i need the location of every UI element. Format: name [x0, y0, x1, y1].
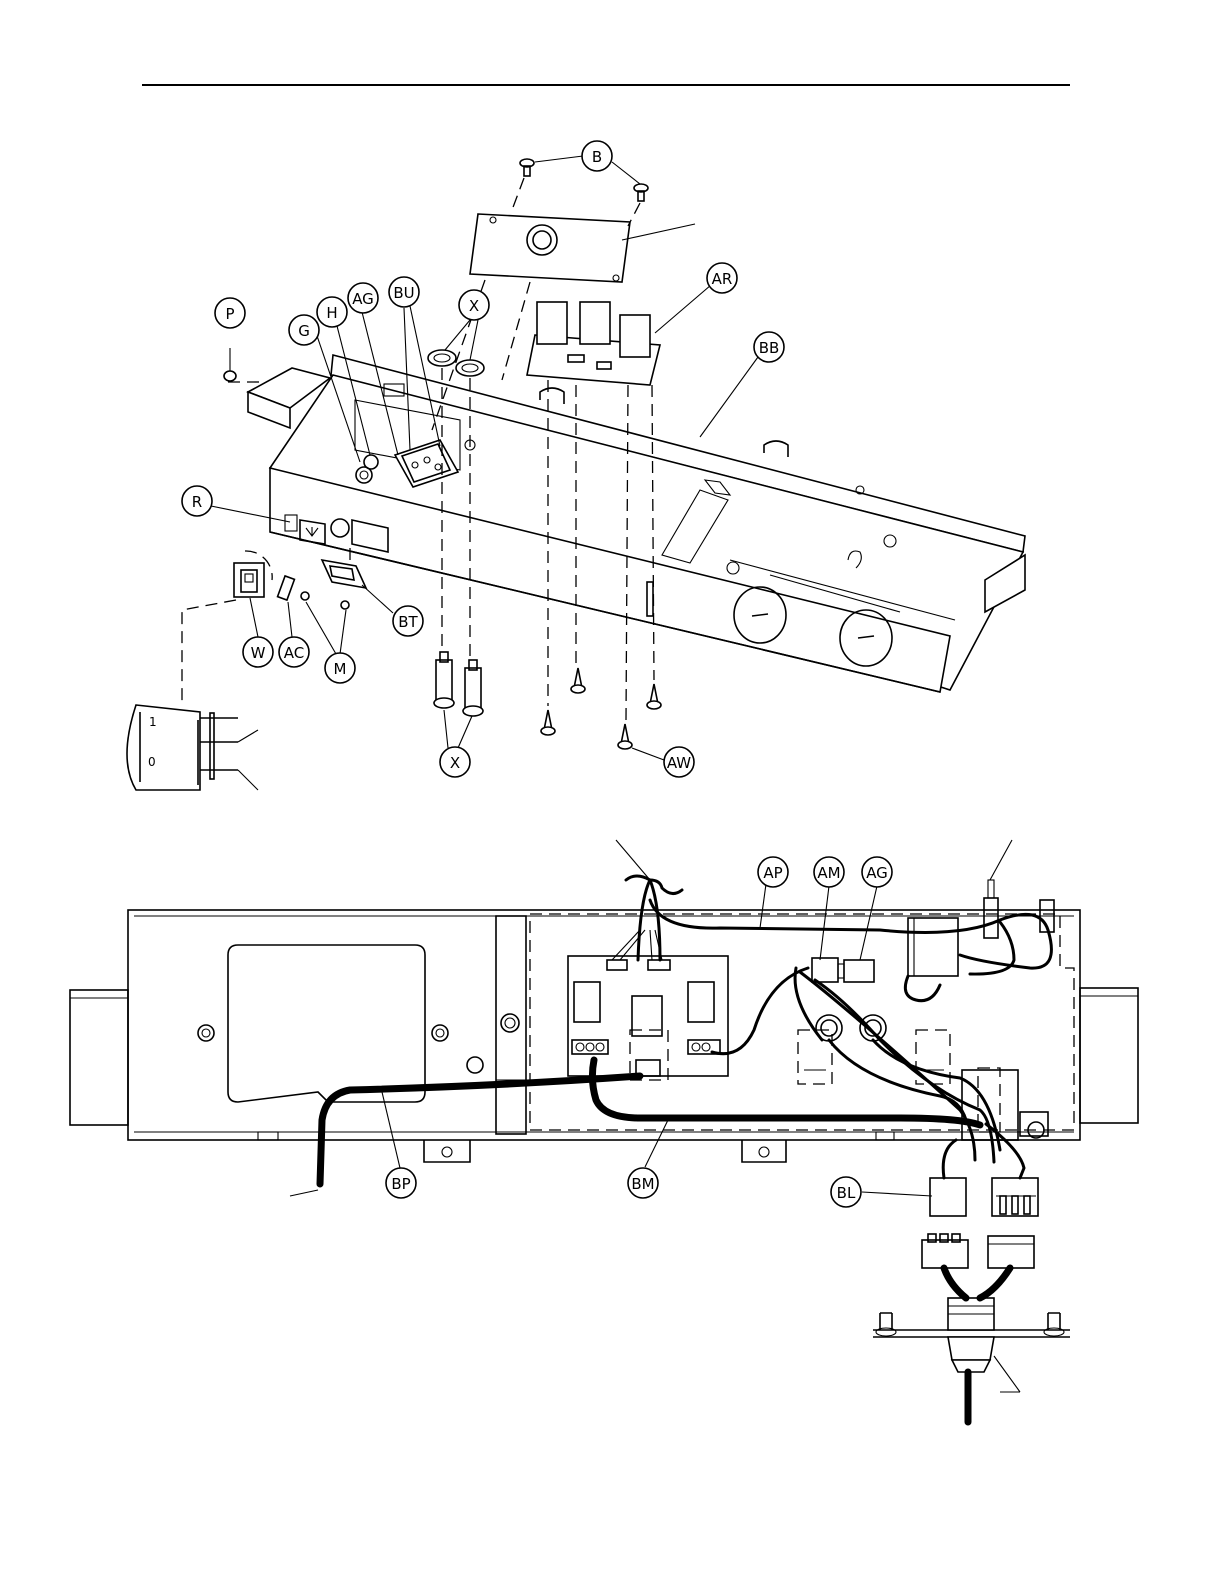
svg-text:M: M	[334, 660, 347, 678]
callout-p: P	[215, 298, 245, 328]
mating-connectors	[873, 1234, 1070, 1392]
svg-text:AW: AW	[667, 754, 691, 772]
wiring-harness	[290, 840, 1051, 1422]
callout-h: H	[317, 297, 347, 327]
callout-ac: AC	[279, 637, 309, 667]
svg-text:AG: AG	[866, 864, 888, 882]
callout-bm: BM	[628, 1168, 658, 1198]
svg-text:X: X	[450, 754, 460, 772]
svg-text:BM: BM	[631, 1175, 654, 1193]
callout-m: M	[325, 653, 355, 683]
callout-b: B	[582, 141, 612, 171]
switch-mark-on: 1	[149, 715, 157, 729]
rocker-switch-detail: 1 0	[127, 705, 258, 790]
callout-ap: AP	[758, 857, 788, 887]
svg-text:AG: AG	[352, 290, 374, 308]
switch-mark-off: 0	[148, 755, 156, 769]
fuse-holder	[322, 560, 366, 588]
callout-bt: BT	[393, 606, 423, 636]
svg-text:H: H	[326, 304, 337, 322]
svg-text:BP: BP	[391, 1175, 410, 1193]
svg-text:BT: BT	[398, 613, 418, 631]
svg-text:BU: BU	[393, 284, 414, 302]
indicator-lamps	[434, 652, 483, 716]
inline-connectors	[812, 958, 874, 982]
screw-b-left	[520, 159, 534, 176]
svg-text:AR: AR	[712, 270, 733, 288]
svg-text:AM: AM	[817, 864, 840, 882]
svg-text:AC: AC	[284, 644, 304, 662]
screw-b-right	[634, 184, 648, 201]
cover-plate	[470, 214, 695, 282]
callout-bu: BU	[389, 277, 419, 307]
callout-bl: BL	[831, 1177, 861, 1207]
rocker-switch-small	[182, 551, 272, 705]
wiring-view: AP AM AG BP BM BL	[70, 840, 1138, 1422]
screws-aw	[541, 668, 661, 749]
svg-text:P: P	[225, 305, 234, 323]
callout-bp: BP	[386, 1168, 416, 1198]
control-tray	[248, 355, 1025, 692]
svg-text:B: B	[592, 148, 602, 166]
callout-ar: AR	[707, 263, 737, 293]
callout-bb: BB	[754, 332, 784, 362]
callout-aw: AW	[664, 747, 694, 777]
terminal-block	[930, 1068, 1048, 1216]
callout-am: AM	[814, 857, 844, 887]
svg-text:R: R	[192, 493, 202, 511]
exploded-view: 1 0	[127, 141, 1025, 790]
svg-text:G: G	[298, 322, 310, 340]
svg-text:BL: BL	[837, 1184, 856, 1202]
part-ac	[278, 576, 295, 600]
callout-w: W	[243, 637, 273, 667]
callout-x-bottom: X	[440, 747, 470, 777]
callout-g: G	[289, 315, 319, 345]
svg-text:X: X	[469, 297, 479, 315]
callout-x-top: X	[459, 290, 489, 320]
relay-board	[527, 302, 660, 385]
svg-text:W: W	[251, 644, 266, 662]
callout-r: R	[182, 486, 212, 516]
callout-ag-bottom: AG	[862, 857, 892, 887]
svg-text:AP: AP	[763, 864, 782, 882]
svg-text:BB: BB	[759, 339, 780, 357]
callout-ag-top: AG	[348, 283, 378, 313]
part-p	[224, 348, 236, 381]
